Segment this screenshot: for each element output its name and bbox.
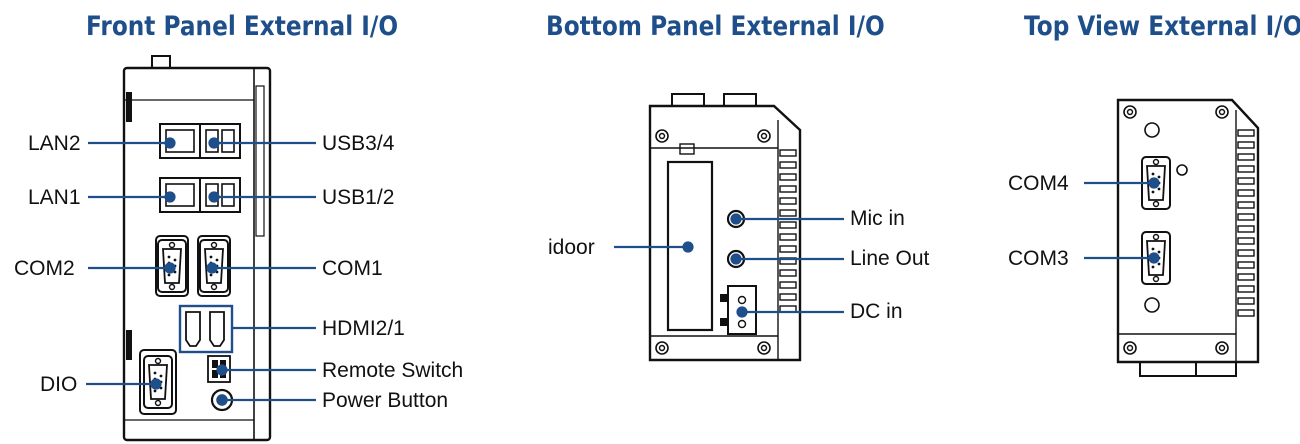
leader-usb3-4	[208, 137, 316, 149]
callout-com1: COM1	[322, 257, 383, 280]
bottom-panel-fins	[779, 149, 797, 313]
callout-lan2: LAN2	[28, 132, 81, 155]
leader-com3	[1084, 252, 1160, 264]
usb1-2-ports	[199, 177, 241, 213]
leader-power-button	[216, 394, 316, 406]
callout-lan1: LAN1	[28, 186, 81, 209]
callout-hdmi2-1: HDMI2/1	[322, 317, 405, 340]
leader-com4	[1084, 177, 1160, 189]
leader-line-out	[730, 253, 844, 265]
callout-usb1-2: USB1/2	[322, 186, 395, 209]
bottom-panel-title: Bottom Panel External I/O	[546, 11, 885, 42]
callout-com2: COM2	[14, 257, 75, 280]
leader-com1	[206, 262, 316, 274]
top-view-title: Top View External I/O	[1024, 11, 1300, 42]
leader-usb1-2	[208, 191, 316, 203]
callout-line-out: Line Out	[850, 247, 930, 270]
leader-dio	[86, 378, 162, 390]
callout-mic-in: Mic in	[850, 207, 905, 230]
top-view-fins	[1237, 129, 1255, 317]
callout-dc-in: DC in	[850, 300, 903, 323]
front-panel-title: Front Panel External I/O	[86, 11, 399, 42]
leader-dc-in	[736, 306, 844, 318]
usb3-4-ports	[199, 123, 241, 159]
top-view-device	[1116, 98, 1260, 377]
callout-com4: COM4	[1008, 172, 1069, 195]
leader-com2	[88, 262, 176, 274]
leader-lan1	[88, 191, 176, 203]
callout-com3: COM3	[1008, 247, 1069, 270]
callout-remote-switch: Remote Switch	[322, 359, 464, 382]
callout-power-button: Power Button	[322, 389, 449, 412]
callout-usb3-4: USB3/4	[322, 132, 395, 155]
leader-mic-in	[730, 213, 844, 225]
leader-idoor	[614, 241, 694, 253]
leader-remote-switch	[216, 364, 316, 376]
callout-idoor: idoor	[548, 236, 595, 259]
callout-dio: DIO	[40, 373, 78, 396]
leader-lan2	[88, 137, 176, 149]
